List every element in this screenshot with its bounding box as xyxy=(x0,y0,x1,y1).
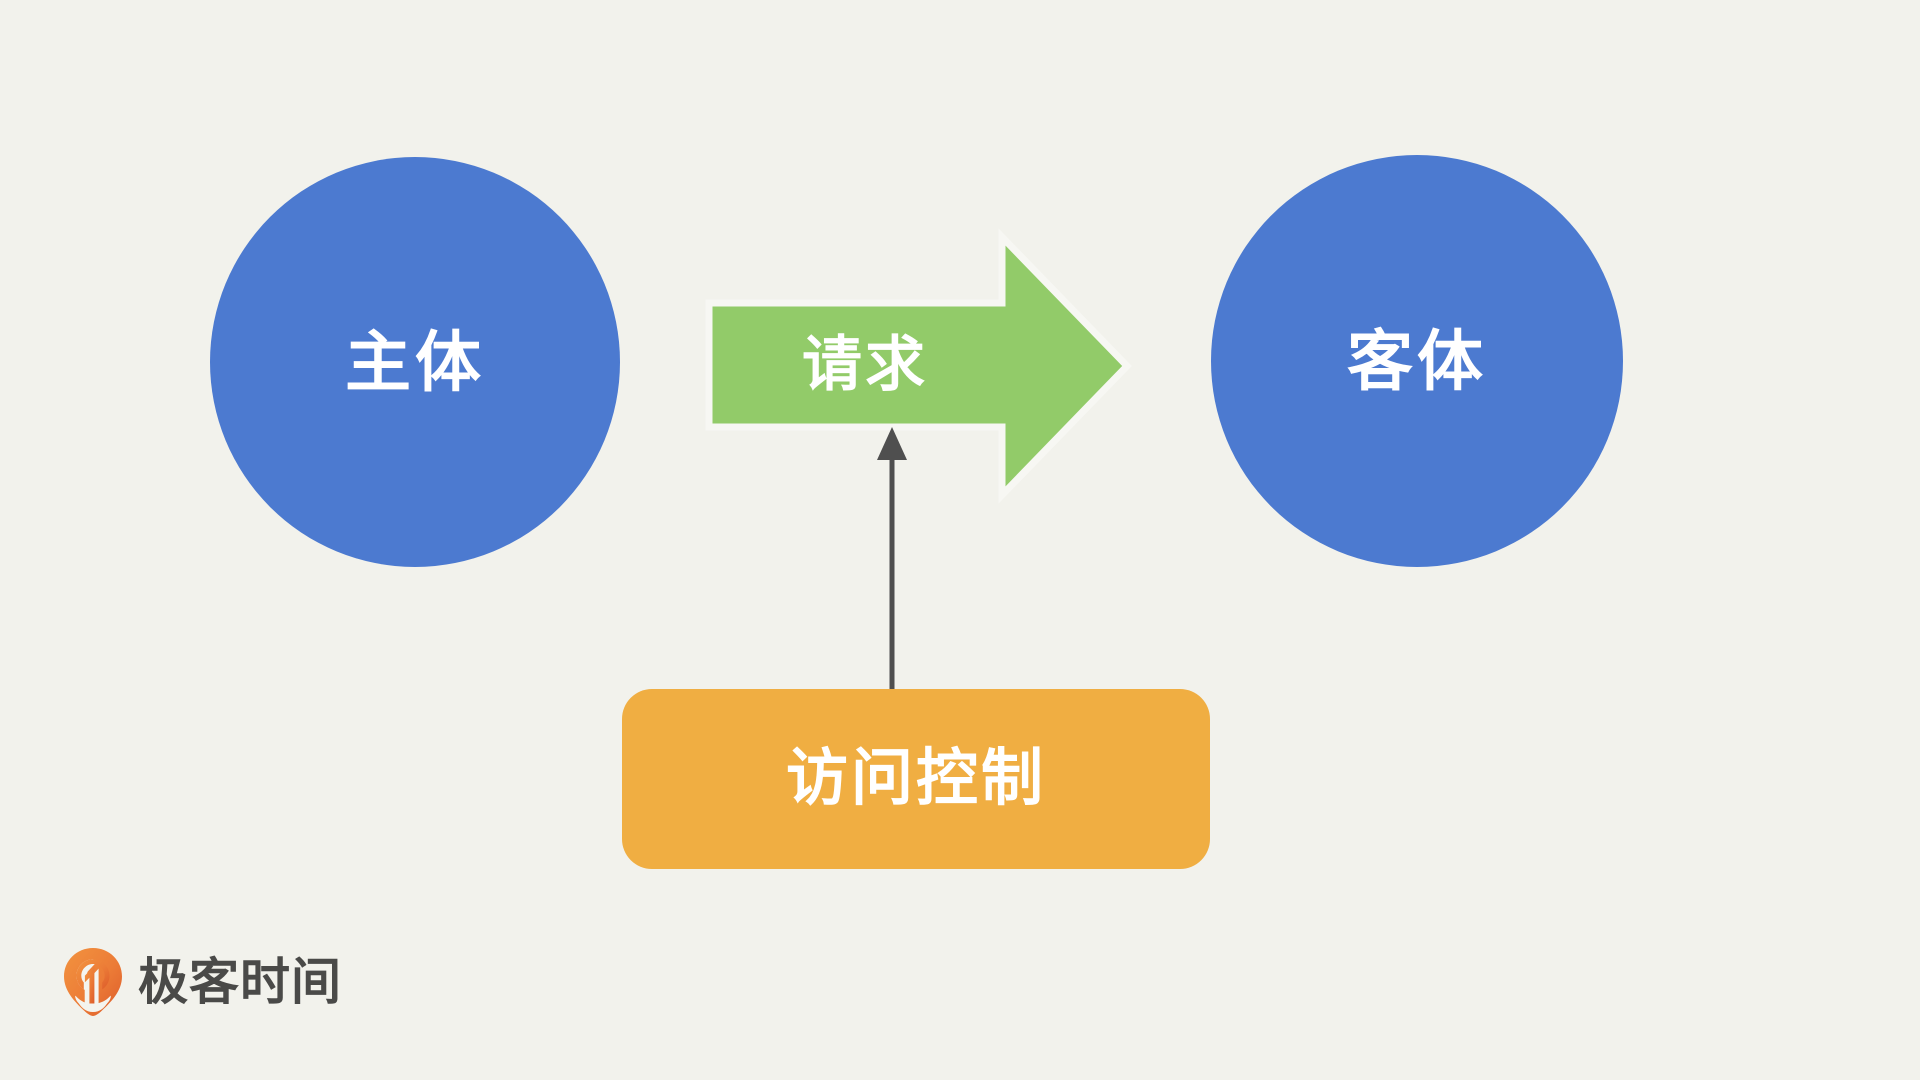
node-object-circle[interactable]: 客体 xyxy=(1211,155,1623,567)
brand-name-label: 极客时间 xyxy=(138,954,342,1010)
request-arrow-shape xyxy=(705,228,1132,504)
geektime-pin-icon xyxy=(62,946,124,1018)
node-access-control-label: 访问控制 xyxy=(785,744,1046,813)
node-subject-circle[interactable]: 主体 xyxy=(210,157,620,567)
node-object-label: 客体 xyxy=(1347,324,1487,398)
connector-request-arrow[interactable]: 请求 xyxy=(690,225,1140,507)
control-link-arrow-shape xyxy=(877,427,907,695)
node-subject-label: 主体 xyxy=(345,325,485,399)
node-access-control-box[interactable]: 访问控制 xyxy=(622,689,1210,869)
connector-control-link[interactable] xyxy=(856,420,928,695)
brand-logo: 极客时间 xyxy=(62,946,342,1018)
connector-request-label: 请求 xyxy=(802,331,928,398)
